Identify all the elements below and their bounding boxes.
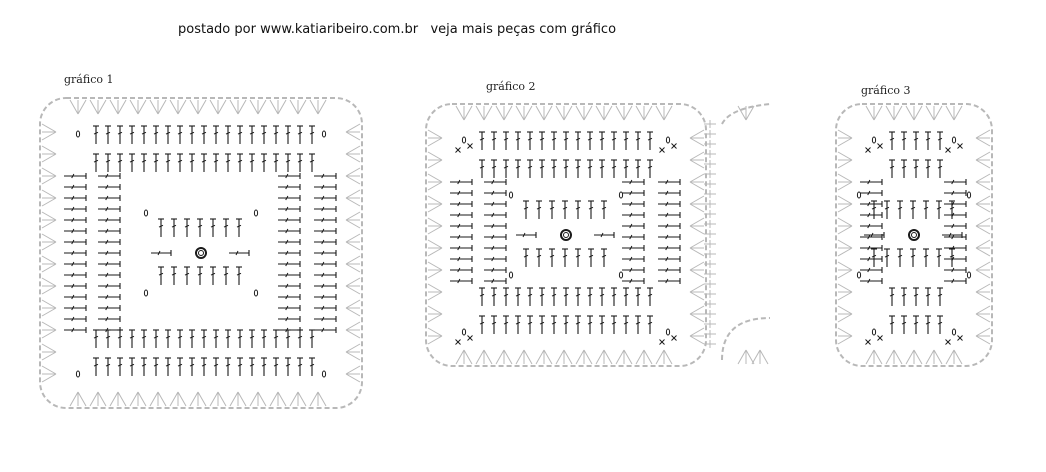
chart-1-label: gráfico 1 — [64, 73, 114, 86]
chart-2-label: gráfico 2 — [486, 80, 536, 93]
crochet-chart-2-icon — [425, 103, 771, 367]
page-header: postado por www.katiaribeiro.com.br veja… — [178, 22, 617, 37]
chart-3-label: gráfico 3 — [861, 84, 911, 97]
crochet-chart-3-icon — [835, 103, 993, 367]
crochet-chart-1-icon — [39, 97, 363, 409]
